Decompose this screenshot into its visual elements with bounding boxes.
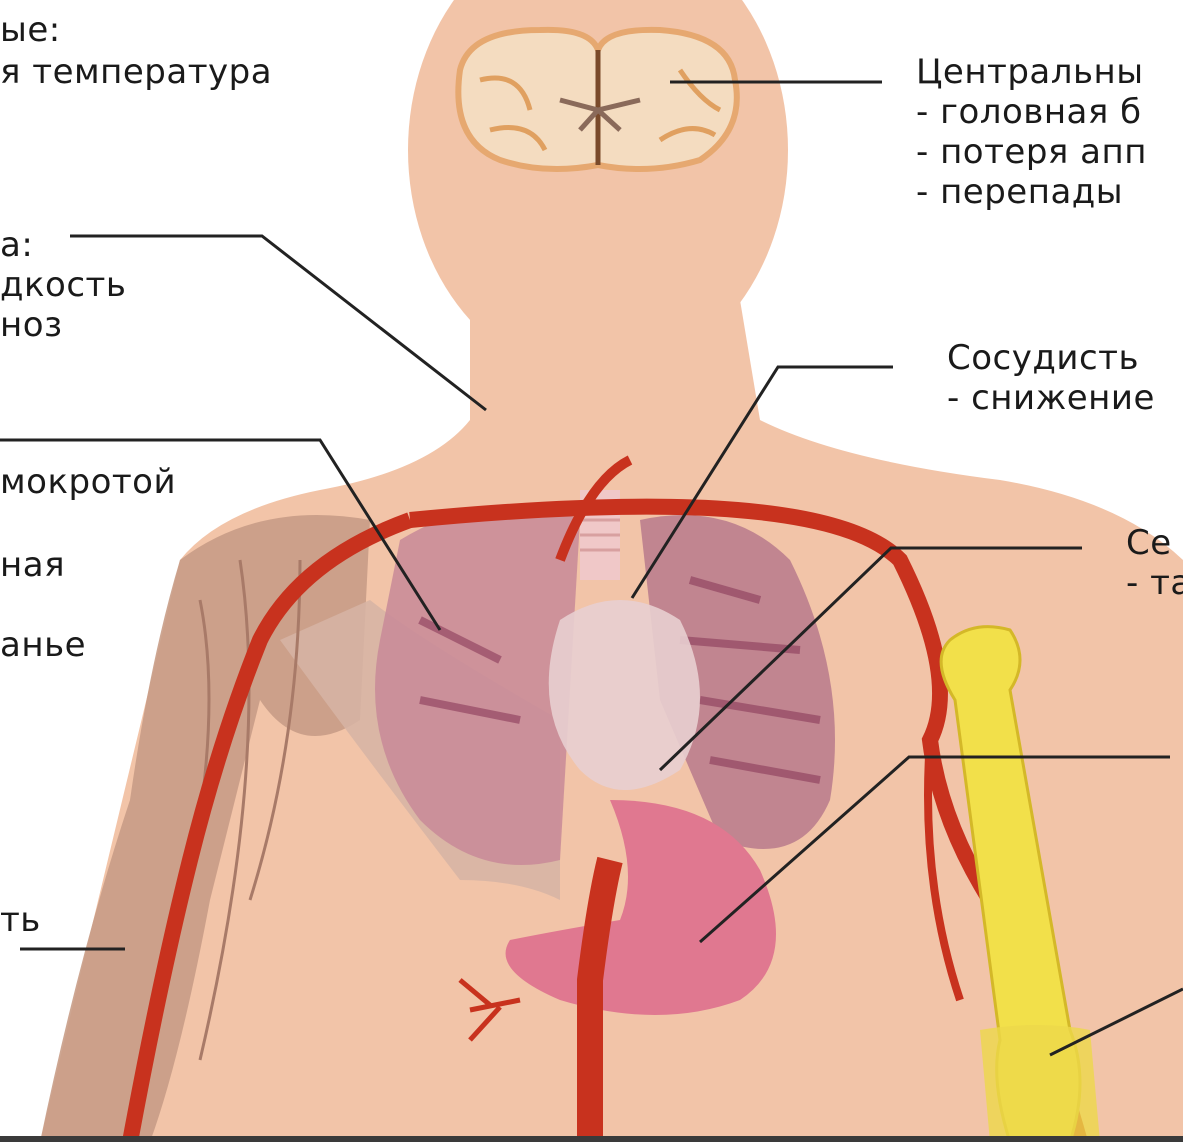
skin-label-item1: дкость [0, 265, 126, 305]
cns-label-title: Центральны [916, 52, 1144, 92]
cns-label-item1: - головная б [916, 92, 1142, 132]
vascular-label-item1: - снижение [947, 378, 1155, 418]
muscles-label-item: ть [0, 900, 41, 940]
lungs-label-item2: ная [0, 545, 65, 585]
heart-label-title: Се [1126, 523, 1172, 563]
fever-label-title: ые: [0, 10, 61, 50]
bottom-edge-bar [0, 1136, 1183, 1142]
heart-label-item1: - та [1126, 563, 1183, 603]
vascular-label-title: Сосудисть [947, 338, 1139, 378]
lungs-label-item3: анье [0, 625, 86, 665]
lungs-label-item1: мокротой [0, 462, 176, 502]
cns-label-item3: - перепады [916, 172, 1123, 212]
fever-label-item: я температура [0, 52, 272, 92]
skin-label-title: а: [0, 225, 33, 265]
skin-label-item2: ноз [0, 305, 63, 345]
cns-label-item2: - потеря апп [916, 132, 1147, 172]
brain [458, 30, 736, 169]
